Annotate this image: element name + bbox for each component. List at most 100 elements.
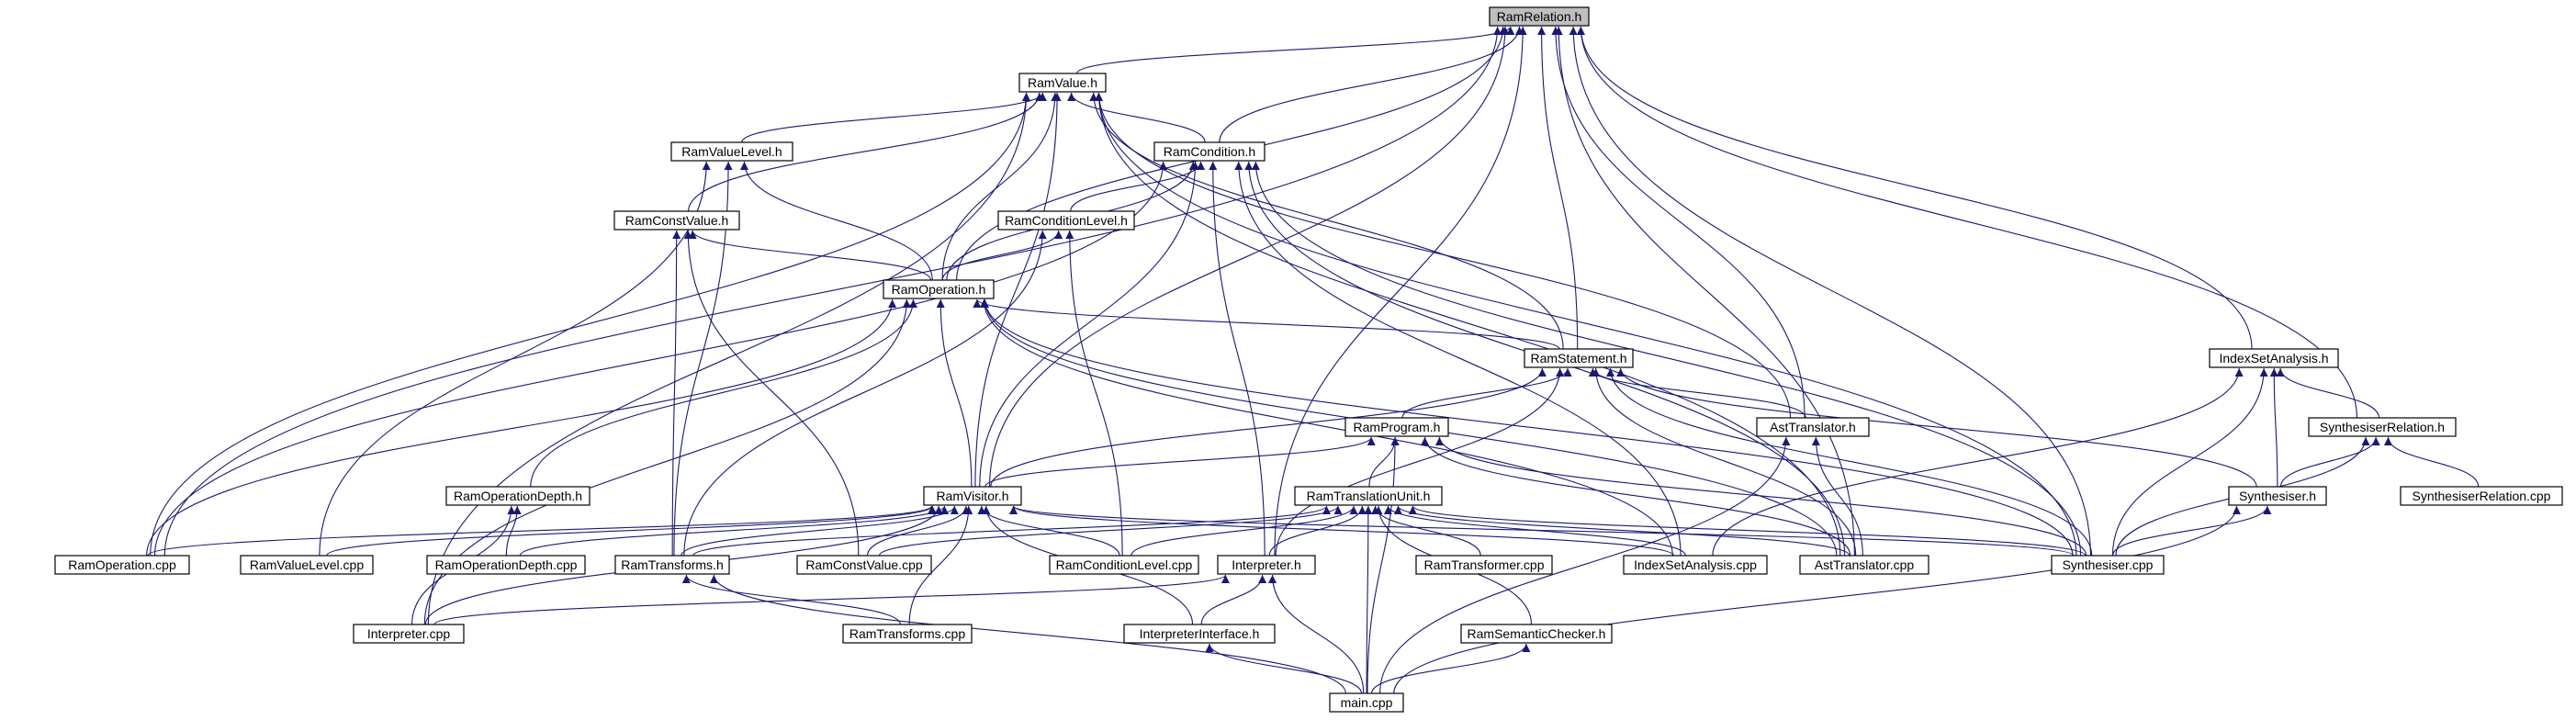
node-box [2228,486,2327,506]
node-label: RamTransforms.cpp [849,626,966,641]
edge-asttranslator-h-to-ramrelation-h [1551,26,1805,419]
edge-asttranslator-cpp-to-ramrelation-h [1554,26,1855,557]
node-label: RamValueLevel.cpp [250,557,364,572]
edge-synthesiserrelation-cpp-to-synthesiserrelation-h [2384,436,2480,488]
node-box [1018,73,1107,93]
node-box [842,624,973,644]
node-ramrelation-h[interactable]: RamRelation.h [1489,6,1590,27]
node-ramconditionlevel-cpp[interactable]: RamConditionLevel.cpp [1049,555,1199,575]
node-ramvisitor-h[interactable]: RamVisitor.h [923,486,1022,506]
node-box [2400,486,2563,506]
node-ramtransformer-cpp[interactable]: RamTransformer.cpp [1415,555,1553,575]
node-box [240,555,374,575]
edge-synthesiser-h-to-synthesiserrelation-h [2279,436,2380,488]
node-box [2209,348,2339,368]
node-label: AstTranslator.cpp [1815,557,1915,572]
node-ramsemanticchecker-h[interactable]: RamSemanticChecker.h [1460,624,1613,644]
edge-ramoperationdepth-cpp-to-ramoperationdepth-h [505,505,522,557]
node-main-cpp[interactable]: main.cpp [1329,692,1404,713]
node-box [796,555,932,575]
edge-ramoperationdepth-h-to-ramoperation-h [530,298,917,488]
node-label: RamCondition.h [1164,144,1255,159]
edge-synthesiser-cpp-to-synthesiser-h [2112,505,2272,557]
node-synthesiserrelation-h[interactable]: SynthesiserRelation.h [2308,417,2457,437]
node-ramoperation-cpp[interactable]: RamOperation.cpp [54,555,190,575]
node-box [614,555,730,575]
node-indexsetanalysis-cpp[interactable]: IndexSetAnalysis.cpp [1623,555,1768,575]
node-asttranslator-h[interactable]: AstTranslator.h [1756,417,1870,437]
node-label: RamValueLevel.h [681,144,782,159]
node-label: RamSemanticChecker.h [1468,626,1606,641]
edge-interpreter-h-to-ramrelation-h [1274,26,1527,557]
edge-ramvisitor-h-to-ramprogram-h [984,436,1376,488]
node-box [2308,417,2457,437]
node-ramtranslationunit-h[interactable]: RamTranslationUnit.h [1294,486,1443,506]
edge-synthesiserrelation-h-to-indexsetanalysis-h [2276,367,2380,419]
node-interpreter-cpp[interactable]: Interpreter.cpp [353,624,465,644]
node-ramstatement-h[interactable]: RamStatement.h [1524,348,1634,368]
edge-asttranslator-cpp-to-ramstatement-h [1592,367,1857,557]
node-ramprogram-h[interactable]: RamProgram.h [1344,417,1449,437]
node-synthesiser-cpp[interactable]: Synthesiser.cpp [2051,555,2165,575]
node-label: RamOperationDepth.cpp [435,557,578,572]
edge-interpreter-h-to-ramtranslationunit-h [1268,505,1367,557]
node-label: RamOperation.h [892,282,986,297]
edge-ramtransforms-cpp-to-ramvisitor-h [908,505,973,625]
node-box [1153,141,1266,162]
edge-ramvalue-h-to-ramrelation-h [1076,26,1515,74]
edge-ramtransforms-h-to-ramvaluelevel-h [673,161,733,557]
node-synthesiser-h[interactable]: Synthesiser.h [2228,486,2327,506]
edge-synthesiser-cpp-to-ramvalue-h [1095,92,2077,557]
edge-ramtransforms-h-to-ramconditionlevel-h [683,230,1047,557]
edge-ramconditionlevel-cpp-to-ramconditionlevel-h [1065,230,1123,557]
node-label: IndexSetAnalysis.h [2219,351,2328,366]
edge-asttranslator-h-to-ramvalue-h [1095,92,1792,419]
node-ramtransforms-h[interactable]: RamTransforms.h [614,555,730,575]
node-ramvaluelevel-cpp[interactable]: RamValueLevel.cpp [240,555,374,575]
edge-indexsetanalysis-cpp-to-ramoperation-h [979,298,1673,557]
node-ramtransforms-cpp[interactable]: RamTransforms.cpp [842,624,973,644]
node-ramconstvalue-cpp[interactable]: RamConstValue.cpp [796,555,932,575]
edge-ramtransforms-h-to-ramtranslationunit-h [692,505,1331,557]
node-box [1756,417,1870,437]
node-label: RamConstValue.h [625,213,729,228]
node-box [353,624,465,644]
node-box [1524,348,1634,368]
node-interpreter-h[interactable]: Interpreter.h [1217,555,1316,575]
node-asttranslator-cpp[interactable]: AstTranslator.cpp [1799,555,1929,575]
edge-indexsetanalysis-cpp-to-ramcondition-h [1234,161,1682,557]
node-label: RamConstValue.cpp [805,557,923,572]
edge-indexsetanalysis-h-to-ramrelation-h [1576,26,2253,350]
edge-interpreter-h-to-ramcondition-h [1209,161,1266,557]
node-ramoperation-h[interactable]: RamOperation.h [883,279,995,299]
node-ramvaluelevel-h[interactable]: RamValueLevel.h [670,141,793,162]
node-box [1123,624,1276,644]
edge-main-cpp-to-interpreterinterface-h [1205,643,1363,694]
node-label: Synthesiser.cpp [2063,557,2154,572]
edge-ramconstvalue-h-to-ramvalue-h [688,92,1044,212]
node-ramvalue-h[interactable]: RamValue.h [1018,73,1107,93]
node-label: RamOperation.cpp [68,557,176,572]
edge-asttranslator-cpp-to-ramtranslationunit-h [1394,505,1850,557]
node-box [613,210,740,231]
node-ramconstvalue-h[interactable]: RamConstValue.h [613,210,740,231]
edge-ramoperationdepth-cpp-to-ramvisitor-h [519,505,949,557]
node-label: SynthesiserRelation.cpp [2413,489,2551,503]
node-ramconditionlevel-h[interactable]: RamConditionLevel.h [997,210,1135,231]
node-synthesiserrelation-cpp[interactable]: SynthesiserRelation.cpp [2400,486,2563,506]
node-ramoperationdepth-cpp[interactable]: RamOperationDepth.cpp [426,555,586,575]
edge-ramvaluelevel-cpp-to-ramvisitor-h [326,505,937,557]
node-interpreterinterface-h[interactable]: InterpreterInterface.h [1123,624,1276,644]
edge-main-cpp-to-ramprogram-h [1367,436,1400,694]
edge-ramtranslationunit-h-to-ramprogram-h [1368,436,1400,488]
node-box [2051,555,2165,575]
edge-ramstatement-h-to-ramoperation-h [973,298,1560,350]
edge-ramconstvalue-cpp-to-ramtranslationunit-h [878,505,1343,557]
node-ramoperationdepth-h[interactable]: RamOperationDepth.h [445,486,591,506]
node-indexsetanalysis-h[interactable]: IndexSetAnalysis.h [2209,348,2339,368]
node-box [1049,555,1199,575]
node-box [1344,417,1449,437]
edge-asttranslator-cpp-to-asttranslator-h [1811,436,1863,557]
node-ramcondition-h[interactable]: RamCondition.h [1153,141,1266,162]
